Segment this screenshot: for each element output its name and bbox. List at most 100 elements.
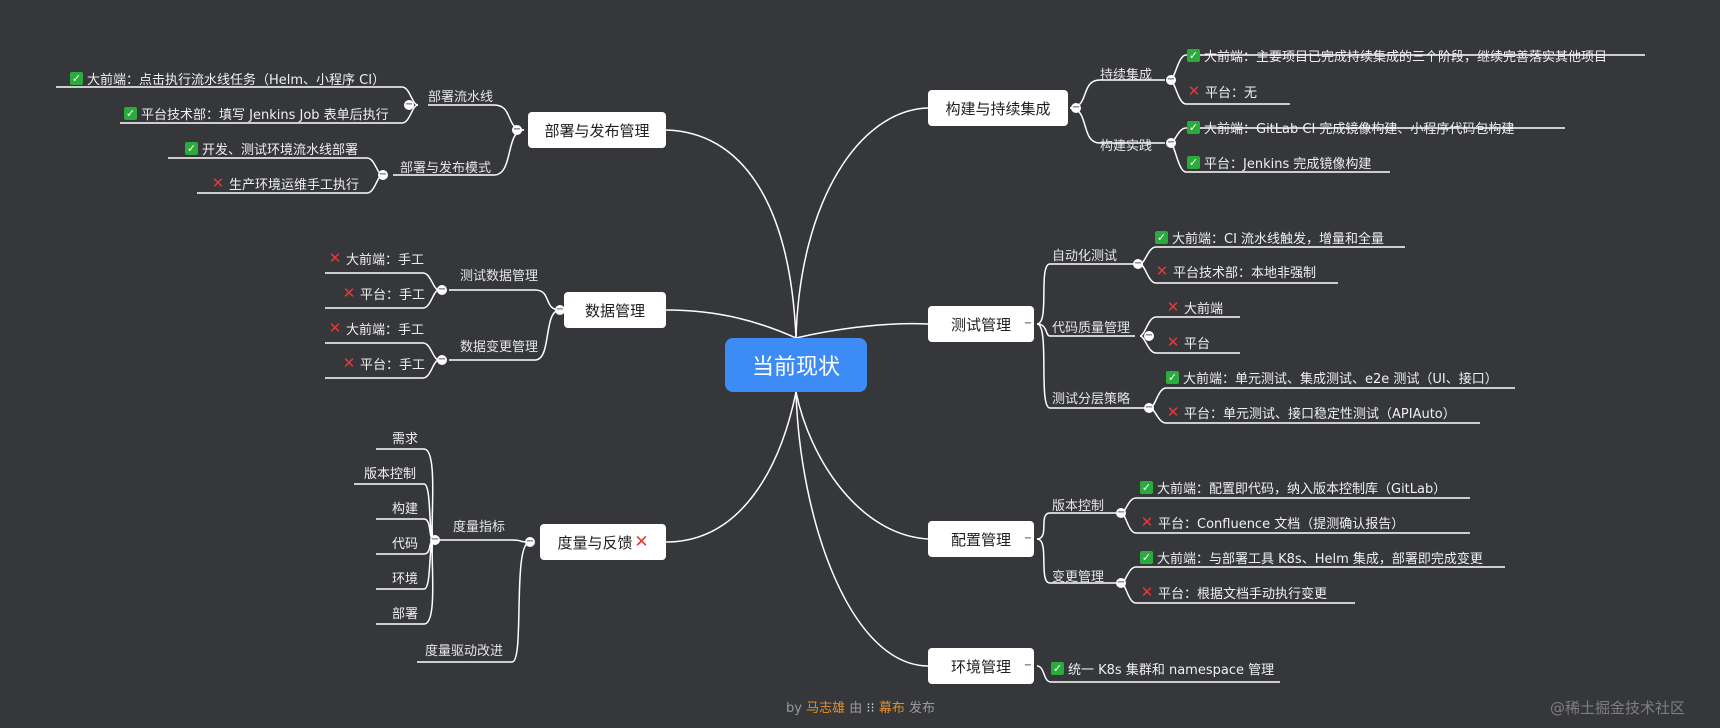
cross-icon: ✕ [1166,403,1180,421]
leaf-item[interactable]: 代码 [392,537,419,552]
brand-link[interactable]: 幕布 [878,701,905,716]
leaf-item[interactable]: ✓统一 K8s 集群和 namespace 管理 [1051,662,1275,678]
topic-env[interactable]: 环境管理 [928,648,1034,684]
leaf-item[interactable]: ✕大前端：手工 [328,319,425,339]
collapse-icon[interactable]: − [1144,402,1154,413]
leaf-item[interactable]: ✕大前端：手工 [328,249,425,269]
subtopic[interactable]: 部署与发布模式 [400,161,492,176]
cross-icon: ✕ [211,174,225,192]
subtopic[interactable]: 度量指标 [453,520,506,535]
collapse-icon[interactable]: − [555,304,565,315]
collapse-icon[interactable]: − [404,99,414,110]
leaf-item[interactable]: ✓大前端：GitLab CI 完成镜像构建、小程序代码包构建 [1187,121,1515,137]
collapse-icon[interactable]: − [525,536,535,547]
connector [795,322,929,339]
collapse-icon[interactable]: − [437,284,447,295]
publish-credit: by 马志雄 由 ⁝⁝ 幕布 发布 [786,701,935,716]
leaf-item[interactable]: 需求 [392,432,419,447]
cross-icon: ✕ [342,354,356,372]
check-icon: ✓ [124,107,137,120]
collapse-icon[interactable]: − [1133,258,1143,269]
leaf-item[interactable]: ✓开发、测试环境流水线部署 [185,142,359,158]
leaf-item[interactable]: ✕平台：Confluence 文档（提测确认报告） [1140,513,1405,533]
leaf-item[interactable]: ✕平台技术部：本地非强制 [1155,262,1317,282]
leaf-item[interactable]: ✓大前端：CI 流水线触发，增量和全量 [1155,231,1385,247]
check-icon: ✓ [185,142,198,155]
collapse-icon[interactable]: − [1144,330,1154,341]
subtopic[interactable]: 测试数据管理 [460,269,539,284]
collapse-icon[interactable]: − [1116,507,1126,518]
subtopic[interactable]: 构建实践 [1100,139,1153,154]
subtopic[interactable]: 部署流水线 [428,90,494,105]
collapse-icon[interactable]: − [430,534,440,545]
check-icon: ✓ [1187,156,1200,169]
subtopic[interactable]: 变更管理 [1052,570,1105,585]
cross-icon: ✕ [1166,333,1180,351]
collapse-icon[interactable]: − [1116,577,1126,588]
leaf-item[interactable]: ✕平台：手工 [342,284,426,304]
check-icon: ✓ [70,72,83,85]
cross-icon: ✕ [1140,513,1154,531]
subtopic[interactable]: 自动化测试 [1052,249,1118,264]
leaf-item[interactable]: ✕平台：根据文档手动执行变更 [1140,583,1328,603]
collapse-icon[interactable]: − [1023,533,1033,544]
check-icon: ✓ [1187,49,1200,62]
collapse-icon[interactable]: − [1023,660,1033,671]
collapse-icon[interactable]: − [512,124,522,135]
topic-config[interactable]: 配置管理 [928,521,1034,557]
mubu-logo-icon: ⁝⁝ [866,701,875,716]
check-icon: ✓ [1155,231,1168,244]
collapse-icon[interactable]: − [1023,318,1033,329]
collapse-icon[interactable]: − [378,169,388,180]
topic-deploy[interactable]: 部署与发布管理 [528,112,666,148]
leaf-item[interactable]: ✕平台：无 [1187,82,1258,102]
topic-build-ci[interactable]: 构建与持续集成 [928,90,1068,126]
leaf-item[interactable]: ✕生产环境运维手工执行 [211,174,360,194]
leaf-item[interactable]: ✓大前端：配置即代码，纳入版本控制库（GitLab） [1140,481,1447,497]
cross-icon: ✕ [328,319,342,337]
collapse-icon[interactable]: − [1166,74,1176,85]
leaf-item[interactable]: ✓平台：Jenkins 完成镜像构建 [1187,156,1372,172]
subtopic[interactable]: 持续集成 [1100,68,1153,83]
root-topic[interactable]: 当前现状 [725,338,867,392]
collapse-icon[interactable]: − [1071,102,1081,113]
leaf-item[interactable]: 环境 [392,572,419,587]
check-icon: ✓ [1051,662,1064,675]
leaf-item[interactable]: ✓大前端：点击执行流水线任务（Helm、小程序 CI） [70,72,386,88]
connector [795,391,929,540]
topic-data[interactable]: 数据管理 [564,292,666,328]
cross-icon: ✕ [328,249,342,267]
topic-metrics[interactable]: 度量与反馈✕ [540,524,666,560]
leaf-item[interactable]: ✓大前端：与部署工具 K8s、Helm 集成，部署即完成变更 [1140,551,1483,567]
leaf-item[interactable]: ✕大前端 [1166,298,1224,318]
check-icon: ✓ [1166,371,1179,384]
cross-icon: ✕ [1187,82,1201,100]
subtopic[interactable]: 数据变更管理 [460,340,539,355]
watermark: @稀土掘金技术社区 [1550,699,1686,717]
connector [665,391,797,543]
subtopic[interactable]: 代码质量管理 [1052,321,1131,336]
leaf-item[interactable]: ✓平台技术部：填写 Jenkins Job 表单后执行 [124,107,389,123]
collapse-icon[interactable]: − [437,354,447,365]
leaf-item[interactable]: ✕平台：手工 [342,354,426,374]
connector [665,309,797,339]
leaf-item[interactable]: 版本控制 [364,467,417,482]
leaf-item[interactable]: ✕平台：单元测试、接口稳定性测试（APIAuto） [1166,403,1456,423]
leaf-item[interactable]: 部署 [392,607,419,622]
collapse-icon[interactable]: − [1166,137,1176,148]
leaf-item[interactable]: ✓大前端：主要项目已完成持续集成的三个阶段，继续完善落实其他项目 [1187,49,1608,65]
cross-icon: ✕ [1140,583,1154,601]
check-icon: ✓ [1140,481,1153,494]
subtopic[interactable]: 度量驱动改进 [425,644,504,659]
cross-icon: ✕ [1155,262,1169,280]
subtopic[interactable]: 测试分层策略 [1052,392,1131,407]
leaf-item[interactable]: ✕平台 [1166,333,1211,353]
leaf-item[interactable]: 构建 [392,502,419,517]
connector [795,107,929,339]
topic-test[interactable]: 测试管理 [928,306,1034,342]
check-icon: ✓ [1140,551,1153,564]
author-link[interactable]: 马志雄 [806,701,846,716]
leaf-item[interactable]: ✓大前端：单元测试、集成测试、e2e 测试（UI、接口） [1166,371,1498,387]
subtopic[interactable]: 版本控制 [1052,499,1105,514]
